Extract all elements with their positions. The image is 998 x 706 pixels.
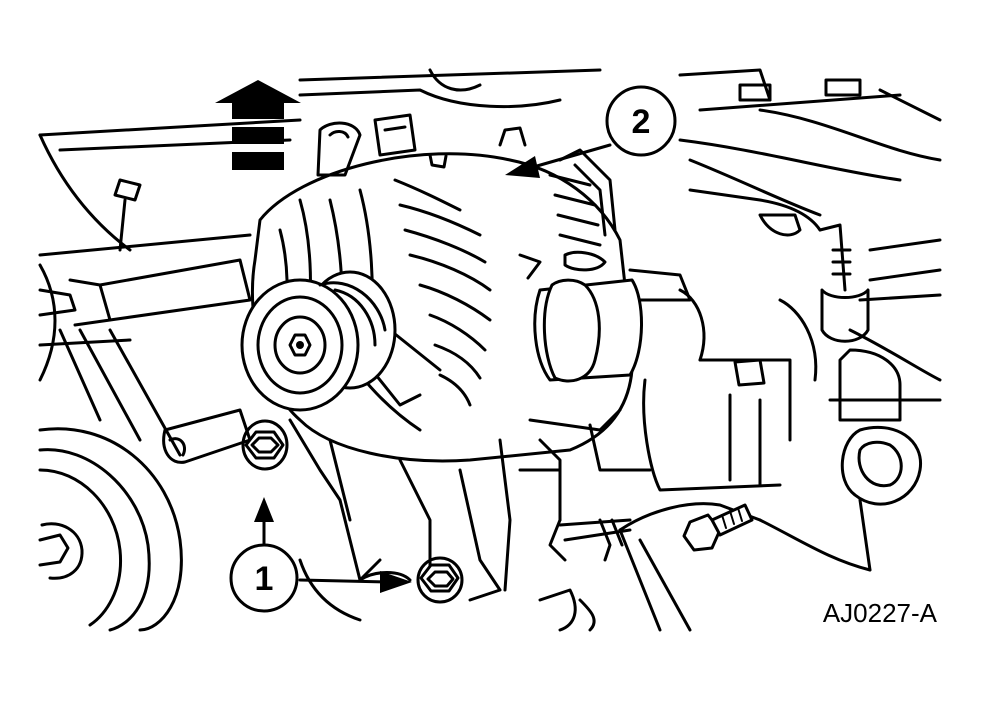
callout-2: 2 [605, 85, 677, 157]
alternator-bolt-upper [241, 419, 289, 471]
alternator-pulley [240, 270, 397, 412]
engine-mount [618, 498, 872, 632]
figure-id-label: AJ0227-A [823, 598, 938, 628]
alternator-bracket [288, 408, 652, 632]
callout-1-leaders [254, 497, 412, 593]
callout-1: 1 [229, 543, 299, 613]
callout-2-leader [505, 143, 612, 178]
crankshaft-pulley [38, 258, 252, 632]
callout-2-number: 2 [632, 103, 651, 141]
engine-background [38, 68, 942, 506]
callout-1-number: 1 [255, 560, 274, 598]
alternator-bolt-lower [416, 556, 464, 604]
